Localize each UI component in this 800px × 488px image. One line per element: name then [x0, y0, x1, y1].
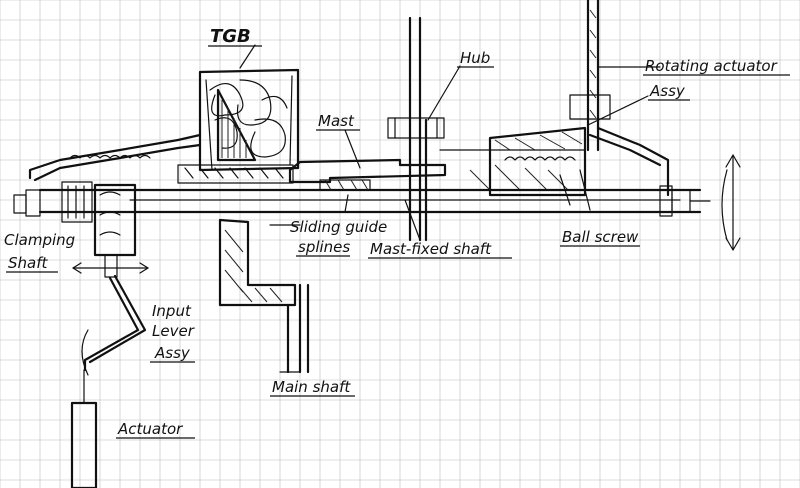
hub-plates — [387, 16, 445, 242]
mast-fixed-shaft — [38, 185, 711, 217]
clamping-shaft — [13, 181, 93, 223]
label-input-line2: Lever — [152, 322, 195, 340]
label-hub: Hub — [460, 49, 490, 67]
tail-gearbox — [177, 68, 300, 184]
label-tgb: TGB — [210, 26, 251, 47]
ball-screw-assembly — [439, 126, 587, 197]
label-group: TGB Hub Rotating actuator Assy Mast Clam… — [4, 26, 790, 439]
label-mast: Mast — [318, 112, 355, 130]
mast-housing — [28, 133, 447, 191]
label-actuator: Actuator — [117, 420, 183, 438]
label-main-shaft: Main shaft — [272, 378, 351, 396]
label-clamping-line1: Clamping — [4, 231, 75, 249]
label-rotating-actuator-line1: Rotating actuator — [645, 57, 778, 75]
leader-lines — [239, 44, 661, 373]
label-clamping-line2: Shaft — [8, 254, 49, 272]
input-lever-assy — [72, 183, 149, 376]
label-input-line1: Input — [152, 302, 192, 320]
label-input-line3: Assy — [154, 344, 191, 362]
label-mast-fixed-shaft: Mast-fixed shaft — [370, 240, 492, 258]
actuator-rod — [70, 369, 98, 488]
label-sliding-line2: splines — [298, 238, 350, 256]
label-ball-screw: Ball screw — [562, 228, 639, 246]
label-rotating-actuator-line2: Assy — [649, 82, 686, 100]
label-sliding-line1: Sliding guide — [290, 218, 387, 236]
rotation-arrow — [721, 154, 741, 251]
main-shaft-housing — [218, 218, 310, 374]
